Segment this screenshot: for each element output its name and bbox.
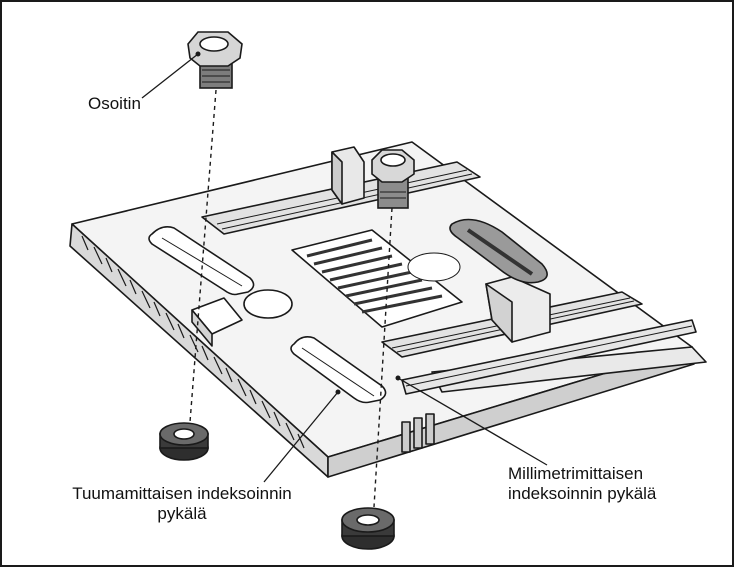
instruction-plate [291, 229, 463, 328]
leader-lines [141, 53, 548, 483]
inch-slot [148, 226, 255, 296]
oval-mark [407, 252, 461, 282]
mm-slot [290, 336, 387, 404]
pointer-knob [187, 31, 243, 89]
inch-notch-label: Tuumamittaisen indeksoinnin pykälä [32, 484, 332, 524]
ruler-scale [81, 235, 305, 449]
notch-block [191, 297, 243, 347]
leader-dot-mm [395, 375, 401, 381]
center-hole [243, 289, 293, 319]
leader-dot-inch [335, 389, 341, 395]
handle [449, 218, 548, 284]
rear-post [331, 146, 365, 205]
front-post [485, 276, 551, 343]
pointer-label: Osoitin [88, 94, 141, 113]
inch-notch-label-line2: pykälä [157, 504, 207, 523]
lower-left-knob [159, 422, 209, 461]
leader-dot-pointer [195, 51, 201, 57]
lower-center-knob [341, 507, 395, 550]
mm-notch-label-line2: indeksoinnin pykälä [508, 484, 657, 503]
mm-notch-label: Millimetrimittaisen indeksoinnin pykälä [508, 464, 656, 504]
base-feet [401, 413, 435, 453]
mm-notch-label-line1: Millimetrimittaisen [508, 464, 644, 483]
assembly-lines [189, 89, 393, 508]
indicator-knob-mounted [371, 149, 415, 209]
inch-notch-label-line1: Tuumamittaisen indeksoinnin [72, 484, 292, 503]
